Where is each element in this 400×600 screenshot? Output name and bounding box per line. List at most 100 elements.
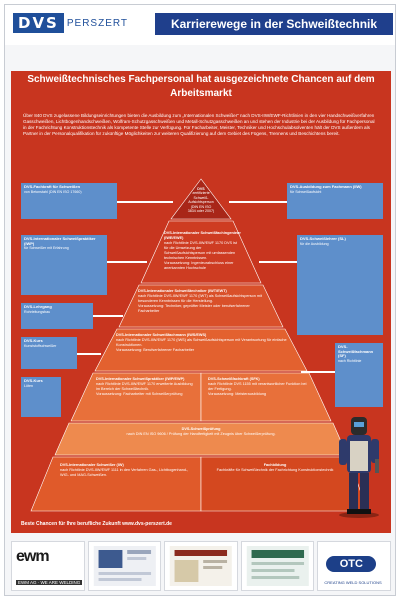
welder-right-leg <box>360 473 369 511</box>
level3-title: DVS-Internationaler Schweißtechniker (IW… <box>138 289 227 293</box>
level5b-title: DVS-Schweißfachkraft (SFK) <box>208 377 260 381</box>
welder-torch <box>375 459 379 473</box>
pyramid-top-shape <box>170 178 232 220</box>
level4-req: Voraussetzung: Berufserfahrener Facharbe… <box>116 348 195 352</box>
welder-apron <box>350 441 368 471</box>
level4-title: DVS-Internationaler Schweißfachmann (IWS… <box>116 333 207 337</box>
level4-box: DVS-Internationaler Schweißfachmann (IWS… <box>113 331 291 355</box>
level5b-box: DVS-Schweißfachkraft (SFK) nach Richtlin… <box>205 375 315 399</box>
pyramid-level3-shape <box>118 284 284 328</box>
ewm-tagline: EWM AG · WE ARE WELDING <box>16 580 83 585</box>
top-line-1: DVS <box>197 187 205 191</box>
base-right-box: Fachbildung Fachkräfte für Schweißtechni… <box>207 461 343 475</box>
dvs-perszert-logo: DVS PERSZERT <box>13 13 128 33</box>
welder-right-arm <box>371 439 379 463</box>
level5a-title: DVS-Internationaler Schweißpraktiker (IW… <box>96 377 185 381</box>
connector-bar <box>77 353 101 355</box>
pyramid-level2-shape <box>140 220 262 284</box>
level6-title: DVS-Schweißprüfung <box>181 427 221 431</box>
side-left-5-text: Löten <box>24 383 33 388</box>
connector-bar <box>259 261 297 263</box>
level2-req: Voraussetzung: Ingenieurabschluss einer … <box>164 261 234 270</box>
connector-bar <box>107 261 147 263</box>
welder-right-boot <box>359 509 371 514</box>
welder-visor <box>354 422 364 427</box>
level2-title: DVS-Internationaler Schweißfachingenieur… <box>164 231 241 240</box>
level3-text: nach Richtlinie DVS-IIW/EWF 1170 (IWT) a… <box>138 294 262 303</box>
level3-box: DVS-Internationaler Schweißtechniker (IW… <box>135 287 269 316</box>
top-line-4: Aufsichtsperson <box>188 200 214 205</box>
level2-text: nach Richtlinie DVS-IIW/EWF 1170 DVS ist… <box>164 241 237 260</box>
header: DVS PERSZERT Karrierewege in der Schweiß… <box>5 5 395 45</box>
welder-left-boot <box>347 509 359 514</box>
intro-text: Über 840 DVS zugelassene Bildungseinrich… <box>23 113 375 136</box>
side-right-1-text: für Schweißaufsicht <box>290 189 322 194</box>
side-left-3-text: Rohrleitungsbau <box>24 309 51 314</box>
side-left-4-title: DVS-Kurs <box>24 338 43 343</box>
sponsor-ad-2[interactable] <box>164 541 238 591</box>
welder-illustration <box>339 417 379 518</box>
level6-text: nach DIN EN ISO 9606 / Prüfung der Handf… <box>126 432 276 436</box>
side-left-2-text: für Schweißer mit Erfahrung <box>24 246 69 251</box>
career-pyramid: DVS zertifizierte Schweiß- Aufsichtspers… <box>11 71 391 533</box>
welder-left-leg <box>349 473 358 511</box>
poster: DVS PERSZERT Karrierewege in der Schweiß… <box>4 4 396 596</box>
headline: Schweißtechnisches Fachpersonal hat ausg… <box>27 74 375 99</box>
level4-text: nach Richtlinie DVS-IIW/EWF 1170 (IWS) a… <box>116 338 287 347</box>
top-line-6: 3834 oder 2007) <box>187 209 215 214</box>
side-right-3-text: nach Richtlinie <box>338 358 362 363</box>
base-left-title: DVS-Internationaler Schweißer (IW) <box>60 463 124 467</box>
pyramid-graphic <box>30 178 368 512</box>
ewm-logo: ewm <box>16 548 50 565</box>
sponsor-strip: ewm EWM AG · WE ARE WELDING <box>11 541 391 591</box>
level2-box: DVS-Internationaler Schweißfachingenieur… <box>161 229 245 273</box>
top-line-3: Schweiß- <box>193 195 209 200</box>
otc-tagline: CREATING WELD SOLUTIONS <box>324 580 382 585</box>
top-line-5: (DIN EN ISO <box>190 204 212 209</box>
logo-main: DVS <box>13 13 64 33</box>
connector-bar <box>93 315 123 317</box>
top-line-2: zertifizierte <box>192 191 210 196</box>
side-left-3-title: DVS-Lehrgang <box>24 304 52 309</box>
side-right-2-text: für die Ausbildung <box>300 241 329 246</box>
side-right-2-title: DVS-Schweißlehrer (SL) <box>300 236 346 241</box>
sponsor-ewm[interactable]: ewm EWM AG · WE ARE WELDING <box>11 541 85 591</box>
logo-sub: PERSZERT <box>66 17 129 29</box>
side-left-3: DVS-Lehrgang Rohrleitungsbau <box>21 303 93 329</box>
side-right-3-title: DVS-Schweißfachmann (SF) <box>338 344 374 359</box>
sponsor-ad-3[interactable] <box>240 541 315 591</box>
side-left-5: DVS-Kurs Löten <box>21 377 61 417</box>
side-left-4: DVS-Kurs Kunststoffschweißer <box>21 337 77 369</box>
side-right-3: DVS-Schweißfachmann (SF) nach Richtlinie <box>335 343 383 407</box>
ad-graphic-1 <box>93 546 156 586</box>
side-left-2: DVS-Internationaler Schweißpraktiker (IW… <box>21 235 107 295</box>
level5b-text: nach Richtlinie DVS 1155 mit verantwortl… <box>208 382 307 391</box>
level5a-box: DVS-Internationaler Schweißpraktiker (IW… <box>93 375 199 399</box>
welder-left-arm <box>339 439 347 465</box>
connector-bar <box>301 371 335 373</box>
ad-graphic-3 <box>246 546 309 586</box>
slogan: Beste Chancen für Ihre berufliche Zukunf… <box>21 521 172 527</box>
ad-graphic-2 <box>169 546 233 586</box>
side-right-1-title: DVS-Ausbildung zum Fachmann (IIW) <box>290 184 362 189</box>
side-left-2-title: DVS-Internationaler Schweißpraktiker (IW… <box>24 236 96 246</box>
base-left-text: nach Richtlinie DVS-IIW/EWF 1111 in den … <box>60 468 189 477</box>
side-left-1-text: von Betonstahl (DIN EN ISO 17660) <box>24 189 82 194</box>
side-left-5-title: DVS-Kurs <box>24 378 43 383</box>
base-right-text: Fachkräfte für Schweißtechnik der Fachri… <box>216 468 334 472</box>
level6-box: DVS-Schweißprüfung nach DIN EN ISO 9606 … <box>75 425 327 439</box>
pyramid-level5b-shape <box>200 372 332 422</box>
level5b-req: Voraussetzung: Meisterausbildung <box>208 392 267 396</box>
side-left-1-title: DVS-Fachkraft für Schweißen <box>24 184 81 189</box>
page-title: Karrierewege in der Schweißtechnik <box>155 13 393 35</box>
sponsor-ad-1[interactable] <box>87 541 162 591</box>
main-panel: Schweißtechnisches Fachpersonal hat ausg… <box>11 71 391 533</box>
connector-bar <box>117 201 173 203</box>
base-right-title: Fachbildung <box>263 463 287 467</box>
sponsor-otc[interactable]: OTC CREATING WELD SOLUTIONS <box>317 541 391 591</box>
connector-bar <box>229 201 287 203</box>
side-right-1: DVS-Ausbildung zum Fachmann (IIW) für Sc… <box>287 183 383 219</box>
otc-logo: OTC <box>326 556 377 572</box>
side-left-1: DVS-Fachkraft für Schweißen von Betonsta… <box>21 183 117 219</box>
base-left-box: DVS-Internationaler Schweißer (IW) nach … <box>57 461 199 480</box>
